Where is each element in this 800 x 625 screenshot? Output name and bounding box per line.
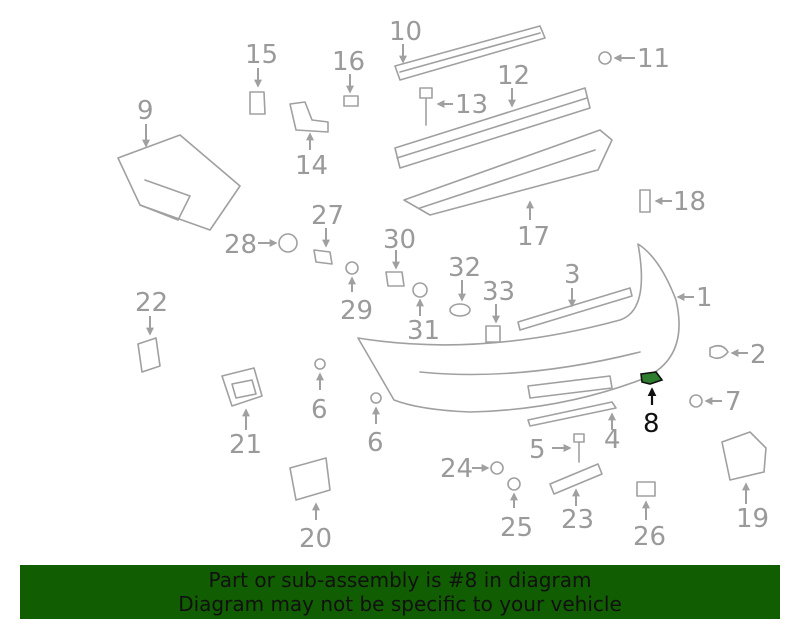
part-17-absorber — [403, 129, 613, 220]
label-29: 29 — [340, 296, 373, 326]
part-33-bracket — [485, 304, 501, 343]
label-2: 2 — [750, 340, 767, 370]
label-6b: 6 — [367, 428, 384, 458]
part-8-highlighted[interactable] — [640, 371, 664, 405]
label-10: 10 — [389, 17, 422, 47]
part-18-clip — [639, 189, 672, 213]
label-19: 19 — [736, 504, 769, 534]
label-16: 16 — [332, 47, 365, 77]
part-29-clip — [345, 261, 359, 292]
part-19-cover — [721, 431, 767, 504]
part-5-screw — [552, 433, 585, 463]
banner-line-2: Diagram may not be specific to your vehi… — [178, 592, 622, 616]
part-20-cover — [289, 457, 331, 520]
part-27-sensor — [313, 228, 333, 265]
label-8[interactable]: 8 — [643, 409, 660, 439]
info-banner: Part or sub-assembly is #8 in diagram Di… — [20, 565, 780, 619]
label-9: 9 — [137, 96, 154, 126]
part-1-bumper-cover — [357, 243, 694, 413]
part-11-clip — [598, 51, 635, 65]
label-31: 31 — [407, 316, 440, 346]
part-6b-clip — [370, 392, 382, 424]
label-33: 33 — [482, 277, 515, 307]
label-6a: 6 — [311, 395, 328, 425]
label-17: 17 — [517, 222, 550, 252]
part-32-ring — [449, 280, 471, 317]
label-4: 4 — [604, 425, 621, 455]
label-32: 32 — [448, 253, 481, 283]
label-1: 1 — [696, 283, 713, 313]
part-23-bracket — [549, 463, 603, 506]
label-11: 11 — [637, 44, 670, 74]
part-31-ring — [412, 282, 428, 316]
label-23: 23 — [561, 505, 594, 535]
part-2-clip — [709, 344, 748, 360]
label-20: 20 — [299, 524, 332, 554]
label-30: 30 — [383, 225, 416, 255]
label-27: 27 — [311, 201, 344, 231]
label-21: 21 — [229, 430, 262, 460]
part-3-trim-strip — [517, 287, 633, 331]
part-25-nut — [507, 477, 521, 508]
part-28-grommet — [258, 233, 298, 253]
part-15-plate — [249, 68, 266, 115]
label-26: 26 — [633, 522, 666, 552]
label-28: 28 — [224, 230, 257, 260]
part-22-end-cap — [137, 316, 161, 373]
label-14: 14 — [295, 151, 328, 181]
label-24: 24 — [440, 454, 473, 484]
label-25: 25 — [500, 513, 533, 543]
part-26-cap — [636, 481, 656, 520]
label-22: 22 — [135, 288, 168, 318]
part-16-screw — [343, 74, 359, 107]
label-13: 13 — [455, 90, 488, 120]
part-7-grommet — [689, 394, 722, 408]
part-21-bracket — [221, 367, 263, 430]
part-24-nut — [472, 461, 504, 475]
parts-diagram: 10 11 12 13 9 15 16 14 18 17 27 30 28 32… — [117, 17, 769, 554]
part-9-side-bracket — [117, 124, 241, 231]
label-7: 7 — [725, 387, 742, 417]
part-6a-clip — [314, 358, 326, 390]
banner-line-1: Part or sub-assembly is #8 in diagram — [208, 568, 592, 592]
label-18: 18 — [673, 187, 706, 217]
part-14-mount — [289, 101, 329, 150]
part-4-lower-trim — [527, 401, 617, 430]
part-12-impact-bar — [394, 87, 591, 169]
label-15: 15 — [245, 40, 278, 70]
label-5: 5 — [529, 435, 546, 465]
label-12: 12 — [497, 61, 530, 91]
part-13-bolt — [419, 87, 453, 126]
part-10-bracket — [394, 25, 546, 81]
label-3: 3 — [564, 260, 581, 290]
part-30-sensor — [385, 250, 405, 287]
